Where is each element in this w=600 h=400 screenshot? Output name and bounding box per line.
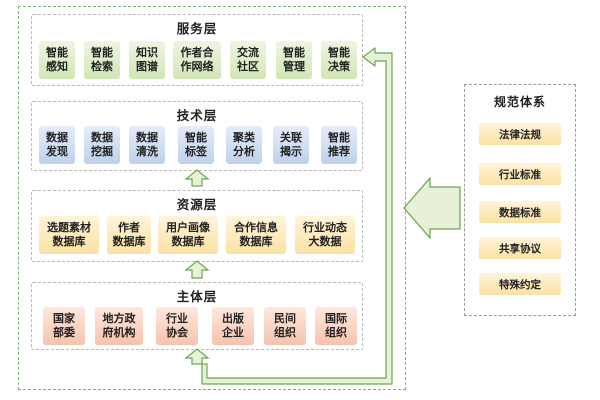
resource-layer-title: 资源层	[176, 197, 218, 212]
subject-layer-title: 主体层	[176, 289, 218, 304]
resource-item: 作者 数据库	[107, 216, 151, 254]
resource-item: 合作信息 数据库	[226, 216, 286, 254]
subject-item: 出版 企业	[212, 307, 254, 345]
norm-item: 行业标准	[479, 163, 561, 185]
technology-layer-title: 技术层	[176, 108, 218, 123]
service-item: 智能 检索	[84, 41, 120, 79]
resource-item: 行业动态 大数据	[295, 216, 355, 254]
technology-item: 数据 挖掘	[84, 126, 120, 164]
service-item: 作者合 作网络	[173, 41, 221, 79]
service-item: 交流 社区	[230, 41, 266, 79]
norm-item: 特殊约定	[479, 273, 561, 295]
resource-layer: 资源层 选题素材 数据库 作者 数据库 用户画像 数据库 合作信息 数据库 行业…	[31, 190, 363, 262]
up-arrow-icon	[184, 169, 210, 187]
technology-item: 智能 标签	[178, 126, 214, 164]
resource-item: 用户画像 数据库	[158, 216, 218, 254]
architecture-frame	[18, 6, 406, 390]
subject-item: 国际 组织	[315, 307, 357, 345]
up-arrow-icon	[184, 348, 210, 365]
service-item: 智能 感知	[39, 41, 75, 79]
service-item: 智能 管理	[276, 41, 312, 79]
feedback-loop-arrow	[201, 47, 393, 385]
service-layer: 服务层 智能 感知 智能 检索 知识 图谱 作者合 作网络 交流 社区 智能 管…	[31, 14, 363, 86]
technology-item: 数据 清洗	[129, 126, 165, 164]
norm-item: 数据标准	[479, 201, 561, 223]
up-arrow-icon	[184, 260, 210, 279]
norm-system-title: 规范体系	[493, 95, 546, 109]
technology-item: 智能 推荐	[321, 126, 357, 164]
technology-item: 数据 发现	[39, 126, 75, 164]
technology-item: 关联 揭示	[273, 126, 309, 164]
service-item: 智能 决策	[321, 41, 357, 79]
subject-item: 民间 组织	[264, 307, 306, 345]
subject-item: 国家 部委	[43, 307, 85, 345]
subject-item: 地方政 府机构	[95, 307, 143, 345]
service-item: 知识 图谱	[129, 41, 165, 79]
norm-item: 法律法规	[479, 123, 561, 145]
technology-item: 聚类 分析	[226, 126, 262, 164]
subject-item: 行业 协会	[156, 307, 198, 345]
norm-system-panel: 规范体系 法律法规 行业标准 数据标准 共享协议 特殊约定	[464, 84, 576, 316]
resource-item: 选题素材 数据库	[39, 216, 99, 254]
norm-item: 共享协议	[479, 237, 561, 259]
left-arrow-icon	[403, 177, 461, 239]
service-layer-title: 服务层	[176, 21, 218, 36]
